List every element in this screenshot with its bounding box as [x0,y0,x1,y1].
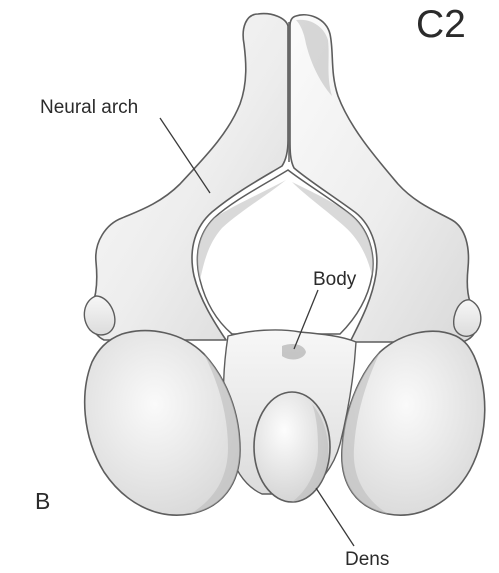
dens-label: Dens [345,549,389,570]
articular-facet-left [85,331,240,516]
neural-arch-label: Neural arch [40,97,138,118]
vertebra-illustration [84,14,484,516]
dens-leader-line [316,488,354,546]
articular-facet-right [342,331,485,515]
body-label: Body [313,269,357,290]
panel-label: B [35,488,50,514]
vertebra-title: C2 [416,3,466,46]
